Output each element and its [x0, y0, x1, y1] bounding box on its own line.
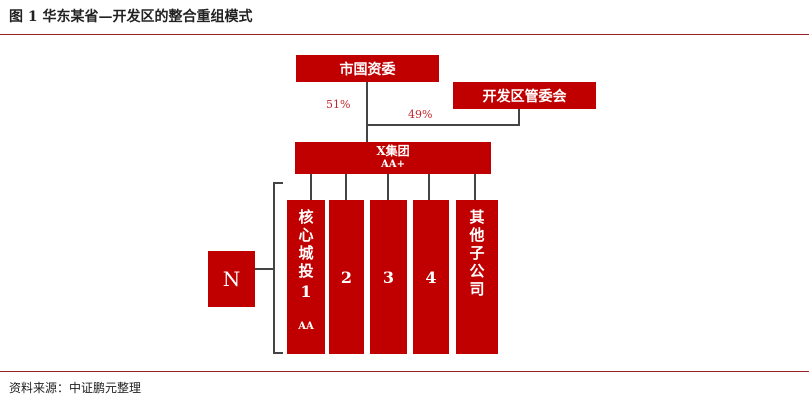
- group-child-line-2: [345, 174, 347, 200]
- core-label-char-4: 投: [298, 262, 314, 280]
- group-rating: AA+: [381, 159, 405, 170]
- core-rating: AA: [298, 321, 314, 332]
- other-subsidiaries-label-char-2: 他: [469, 226, 485, 244]
- core-label: 核心城投: [298, 208, 313, 280]
- core-investment-box: 核心城投 1 AA: [287, 200, 325, 354]
- subsidiary-3-box: 3: [370, 200, 407, 354]
- group-box: X集团 AA+: [295, 142, 491, 174]
- sasac-box: 市国资委: [296, 55, 439, 82]
- top-divider: [0, 34, 809, 35]
- other-subsidiaries-box: 其他子公司: [456, 200, 498, 354]
- bracket-to-n-line: [255, 268, 275, 270]
- bracket-bottom: [273, 352, 283, 354]
- core-label-char-3: 城: [298, 244, 314, 262]
- figure-title: 图 1 华东某省—开发区的整合重组模式: [9, 9, 253, 25]
- other-subsidiaries-label-char-3: 子: [469, 244, 485, 262]
- other-subsidiaries-label-char-5: 司: [469, 280, 485, 298]
- zone-horizontal-line: [366, 124, 520, 126]
- sasac-to-group-line: [366, 81, 368, 142]
- other-subsidiaries-label: 其他子公司: [469, 208, 484, 298]
- core-number: 1: [300, 282, 312, 301]
- sasac-share-label: 51%: [326, 98, 351, 111]
- group-child-line-4: [428, 174, 430, 200]
- group-child-line-5: [474, 174, 476, 200]
- core-label-char-2: 心: [298, 226, 314, 244]
- core-label-char-1: 核: [298, 208, 314, 226]
- zone-committee-box: 开发区管委会: [453, 82, 596, 109]
- group-name: X集团: [376, 144, 410, 158]
- subsidiary-4-box: 4: [413, 200, 449, 354]
- zone-share-label: 49%: [408, 108, 433, 121]
- other-subsidiaries-label-char-1: 其: [469, 208, 485, 226]
- source-note: 资料来源：中证鹏元整理: [9, 381, 142, 395]
- subsidiary-2-box: 2: [329, 200, 364, 354]
- n-box: N: [208, 251, 255, 307]
- zone-vertical-line: [518, 108, 520, 126]
- group-child-line-1: [310, 174, 312, 200]
- group-child-line-3: [387, 174, 389, 200]
- bottom-divider: [0, 371, 809, 372]
- bracket-top: [273, 182, 283, 184]
- other-subsidiaries-label-char-4: 公: [469, 262, 485, 280]
